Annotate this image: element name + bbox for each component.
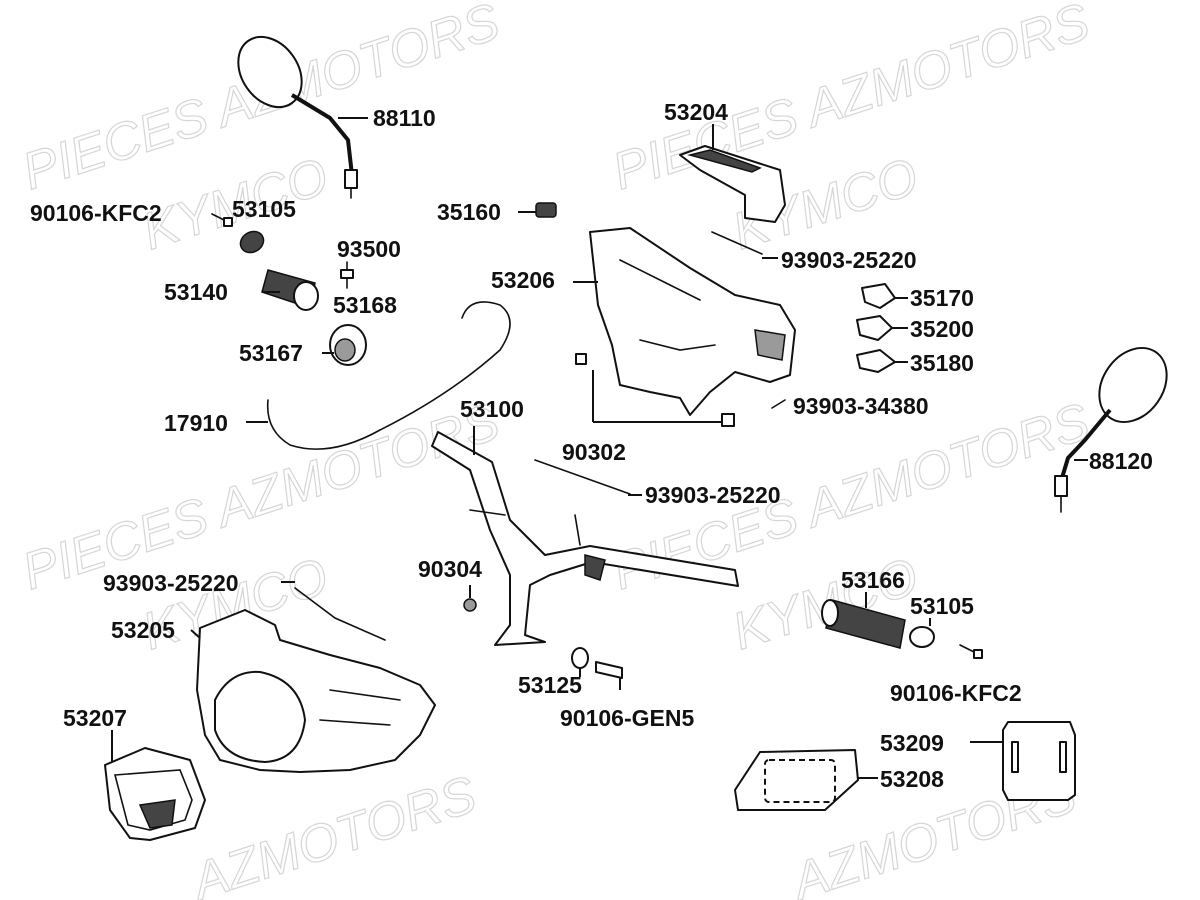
label-53206: 53206 xyxy=(491,267,555,293)
panel-53208 xyxy=(734,749,878,811)
label-93903-25220-left: 93903-25220 xyxy=(103,570,239,596)
label-93500: 93500 xyxy=(337,236,401,262)
label-93903-25220-top: 93903-25220 xyxy=(781,247,917,273)
watermark: AZMOTORS xyxy=(183,765,483,900)
label-35170: 35170 xyxy=(910,285,974,311)
part-labels: 88110 90106-KFC2 53105 93500 53140 53168… xyxy=(30,99,1153,792)
label-90106-gen5: 90106-GEN5 xyxy=(560,705,694,731)
label-53105-left: 53105 xyxy=(232,196,296,222)
label-53207: 53207 xyxy=(63,705,127,731)
cover-53205 xyxy=(190,581,436,773)
label-53105-right: 53105 xyxy=(910,593,974,619)
label-35200: 35200 xyxy=(910,316,974,342)
cover-53206 xyxy=(573,227,796,427)
label-53205: 53205 xyxy=(111,617,175,643)
label-90106-kfc2-left: 90106-KFC2 xyxy=(30,200,162,226)
label-53125: 53125 xyxy=(518,672,582,698)
left-grip-assembly xyxy=(211,213,511,450)
handlebar-53100 xyxy=(431,426,739,690)
label-53168: 53168 xyxy=(333,292,397,318)
label-53167: 53167 xyxy=(239,340,303,366)
label-53100: 53100 xyxy=(460,396,524,422)
label-35180: 35180 xyxy=(910,350,974,376)
label-90304: 90304 xyxy=(418,556,482,582)
label-53166: 53166 xyxy=(841,567,905,593)
switch-35160 xyxy=(518,202,557,218)
mirror-right xyxy=(1054,346,1168,513)
label-93903-34380: 93903-34380 xyxy=(793,393,929,419)
label-90106-kfc2-right: 90106-KFC2 xyxy=(890,680,1022,706)
label-93903-25220-mid: 93903-25220 xyxy=(645,482,781,508)
label-53209: 53209 xyxy=(880,730,944,756)
panel-53209 xyxy=(970,721,1076,801)
label-17910: 17910 xyxy=(164,410,228,436)
label-53140: 53140 xyxy=(164,279,228,305)
label-53208: 53208 xyxy=(880,766,944,792)
label-90302: 90302 xyxy=(562,439,626,465)
right-grip-assembly xyxy=(821,592,983,659)
label-35160: 35160 xyxy=(437,199,501,225)
mirror-left xyxy=(237,35,368,199)
label-88110: 88110 xyxy=(373,105,436,131)
cover-53204 xyxy=(679,124,786,223)
headlight-53207 xyxy=(104,730,206,841)
switches-right xyxy=(856,283,908,373)
label-88120: 88120 xyxy=(1089,448,1153,474)
label-53204: 53204 xyxy=(664,99,728,125)
